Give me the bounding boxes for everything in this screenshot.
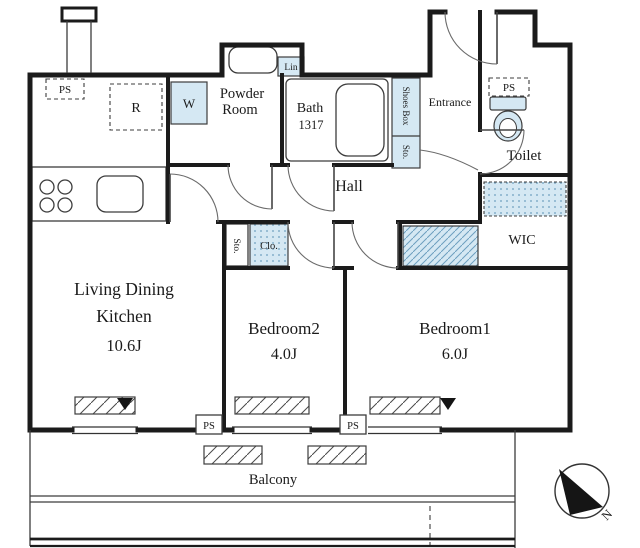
toilet-door-arc xyxy=(479,129,525,175)
label-storage-hall: Sto. xyxy=(231,238,241,253)
bath-fixtures xyxy=(228,46,389,162)
shoes-box-strip xyxy=(391,77,421,169)
label-ps-top-right: PS xyxy=(503,82,515,94)
ps-box-bottom-left xyxy=(195,414,223,435)
window-ldk xyxy=(72,426,138,435)
label-balcony: Balcony xyxy=(249,472,298,488)
stove-burner-icon xyxy=(39,197,55,213)
bedroom2-door-arc xyxy=(287,221,335,269)
balcony-zone xyxy=(29,430,516,548)
balcony-panel xyxy=(203,445,263,465)
bedroom1-door-arc xyxy=(351,221,399,269)
label-linen: Lin xyxy=(284,63,297,73)
window-bedroom2 xyxy=(232,426,312,435)
toilet-bowl-inner xyxy=(499,118,517,138)
label-fridge: R xyxy=(131,101,141,116)
interior-walls xyxy=(166,10,572,432)
label-ldk-line1: Living Dining xyxy=(74,279,174,299)
label-ps-bottom-right: PS xyxy=(347,421,359,432)
wet-area-fills xyxy=(170,56,567,267)
stove-burner-icon xyxy=(57,197,73,213)
stove-burner-icon xyxy=(39,179,55,195)
label-ldk-line2: Kitchen xyxy=(96,306,152,326)
north-compass: N xyxy=(554,463,615,523)
label-wic: WIC xyxy=(508,233,535,248)
powder-door-arc xyxy=(227,164,273,210)
label-bath: Bath xyxy=(297,101,323,116)
toilet-tank xyxy=(489,96,527,111)
shutter-bedroom2 xyxy=(234,396,310,415)
shutter-bedroom1 xyxy=(369,396,441,415)
label-closet: Clo. xyxy=(260,241,278,252)
label-storage-entry: Sto. xyxy=(401,145,411,159)
wic-shelf-box xyxy=(483,181,567,217)
entrance-door-arc xyxy=(444,11,498,65)
windows xyxy=(72,396,456,435)
label-bedroom2: Bedroom2 xyxy=(248,319,320,338)
label-bedroom2-size: 4.0J xyxy=(271,346,297,363)
room-labels: Living Dining Kitchen 10.6J Bedroom2 4.0… xyxy=(59,63,542,488)
label-toilet: Toilet xyxy=(507,148,543,164)
label-ps-top-left: PS xyxy=(59,84,71,96)
roof-shaft xyxy=(60,6,98,73)
balcony-panel xyxy=(307,445,367,465)
ps-shafts xyxy=(45,77,530,131)
opening-direction-icon xyxy=(117,398,133,410)
stove-burner-icon xyxy=(57,179,73,195)
kitchen-fixtures xyxy=(31,166,167,222)
outer-walls xyxy=(27,9,573,433)
north-arrow-icon xyxy=(559,469,603,515)
entrance-step-curve xyxy=(419,149,479,171)
bathtub xyxy=(335,83,385,157)
doors xyxy=(169,11,525,269)
wic-hatch-box xyxy=(402,225,479,267)
label-powder-line2: Room xyxy=(222,102,258,118)
bath-door-arc xyxy=(287,164,335,212)
window-bedroom1 xyxy=(368,426,442,435)
ldk-door-arc xyxy=(169,173,219,223)
ps-box-top-right xyxy=(488,77,530,97)
toilet-fixture xyxy=(489,96,527,142)
shaft-box xyxy=(60,6,98,23)
label-entrance: Entrance xyxy=(429,95,472,109)
ps-box-bottom-right xyxy=(339,414,367,435)
label-bedroom1: Bedroom1 xyxy=(419,319,491,338)
bath-unit-outline xyxy=(285,78,389,162)
opening-direction-icon xyxy=(440,398,456,410)
label-ps-bottom-left: PS xyxy=(203,421,215,432)
label-hall: Hall xyxy=(335,178,363,195)
label-bedroom1-size: 6.0J xyxy=(442,346,468,363)
label-ldk-size: 10.6J xyxy=(106,336,142,355)
washer-box xyxy=(170,81,208,125)
kitchen-sink xyxy=(96,175,144,213)
label-shoes-box: Shoes Box xyxy=(401,87,411,126)
label-powder-line1: Powder xyxy=(220,86,264,102)
washbasin xyxy=(228,46,278,74)
label-washer: W xyxy=(183,96,196,111)
label-bath-size: 1317 xyxy=(299,118,324,132)
ps-box-top-left xyxy=(45,78,85,100)
